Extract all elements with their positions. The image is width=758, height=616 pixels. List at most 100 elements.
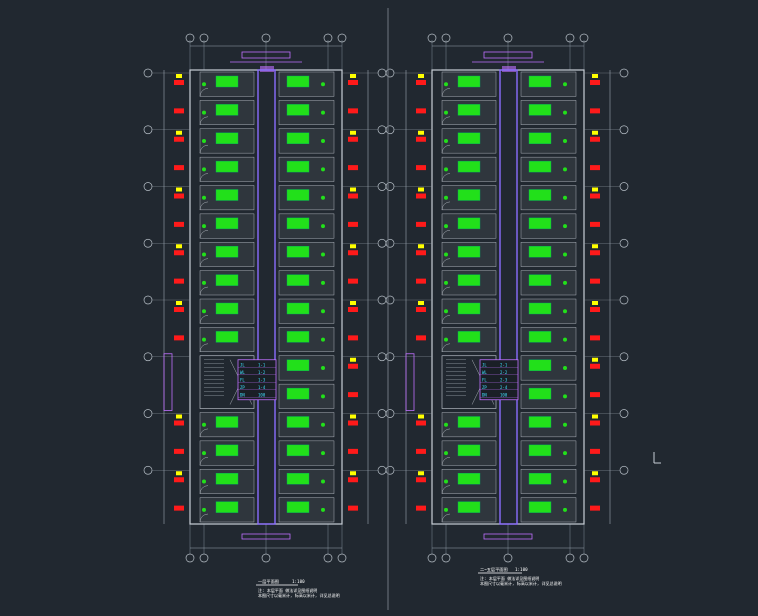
riser-red-left bbox=[416, 250, 426, 256]
riser-red-left bbox=[416, 136, 426, 142]
riser-red-left bbox=[174, 278, 184, 284]
tag-yellow-left bbox=[176, 187, 182, 192]
valve-left bbox=[444, 195, 448, 200]
riser-red-left bbox=[416, 108, 426, 114]
riser-red-left bbox=[174, 221, 184, 227]
valve-left bbox=[202, 110, 206, 115]
valve-left bbox=[444, 337, 448, 342]
riser-red-right bbox=[590, 363, 600, 369]
door-swing-left bbox=[199, 428, 209, 437]
valve-left bbox=[444, 280, 448, 285]
equipment-left bbox=[215, 132, 239, 144]
tag-yellow-right bbox=[350, 244, 356, 249]
door-swing-left bbox=[199, 286, 209, 296]
door-swing-left bbox=[199, 230, 209, 239]
valve-right bbox=[321, 337, 325, 342]
equipment-left bbox=[215, 104, 239, 116]
pipe-legend-code: DN bbox=[482, 392, 487, 397]
riser-red-right bbox=[590, 448, 600, 454]
tag-yellow-right bbox=[350, 414, 356, 419]
axis-bubble-right bbox=[377, 465, 387, 475]
valve-right bbox=[321, 280, 325, 285]
valve-right bbox=[321, 309, 325, 314]
pipe-legend-code: ZP bbox=[240, 385, 245, 390]
axis-bubble-bottom bbox=[441, 553, 451, 563]
equipment-left bbox=[215, 246, 239, 258]
equipment-right bbox=[286, 387, 310, 400]
axis-bubble-bottom bbox=[185, 553, 195, 563]
axis-bubble-bottom bbox=[337, 553, 347, 563]
entrance-marker bbox=[502, 66, 516, 72]
title-block-right: 二~五层平面图 1:100 注: 本层平面 做法详见图纸说明 本图尺寸以毫米计,… bbox=[478, 567, 562, 586]
equipment-right bbox=[286, 104, 310, 116]
door-swing-left bbox=[199, 513, 209, 523]
valve-left bbox=[202, 224, 206, 229]
riser-red-left bbox=[416, 448, 426, 454]
valve-right bbox=[321, 252, 325, 257]
equipment-left bbox=[457, 444, 481, 457]
equipment-right bbox=[528, 189, 552, 201]
axis-bubble-left bbox=[143, 125, 153, 135]
valve-left bbox=[202, 337, 206, 342]
valve-left bbox=[202, 479, 206, 484]
axis-bubble-left bbox=[385, 352, 395, 362]
equipment-left bbox=[215, 416, 239, 428]
door-swing-left bbox=[199, 258, 209, 267]
riser-red-left bbox=[174, 307, 184, 312]
pipe-legend-value: 1-2 bbox=[258, 370, 266, 375]
tag-yellow-right bbox=[350, 471, 356, 476]
axis-bubble-left bbox=[143, 352, 153, 362]
tag-yellow-right bbox=[592, 357, 598, 362]
pipe-legend-value: 2-2 bbox=[500, 370, 508, 375]
pipe-legend-code: FL bbox=[482, 377, 487, 382]
riser-red-left bbox=[416, 80, 426, 85]
door-swing-left bbox=[441, 286, 451, 296]
corridor bbox=[499, 69, 518, 525]
tag-yellow-left bbox=[418, 74, 424, 78]
pipe-legend-code: JL bbox=[240, 362, 245, 367]
riser-red-right bbox=[348, 307, 358, 312]
riser-red-right bbox=[348, 108, 358, 114]
equipment-right bbox=[528, 132, 552, 144]
door-swing-left bbox=[199, 201, 209, 210]
riser-red-right bbox=[590, 420, 600, 426]
valve-left bbox=[444, 479, 448, 484]
riser-red-right bbox=[348, 250, 358, 256]
riser-red-right bbox=[348, 477, 358, 483]
door-swing-left bbox=[441, 485, 451, 494]
plan-note-left-1: 注: 本层平面 做法详见图纸说明 bbox=[258, 587, 317, 593]
riser-red-right bbox=[590, 307, 600, 312]
tag-yellow-right bbox=[592, 130, 598, 135]
axis-bubble-left bbox=[385, 182, 395, 191]
equipment-left bbox=[215, 501, 239, 513]
axis-bubble-right bbox=[619, 295, 629, 305]
equipment-right bbox=[286, 274, 310, 286]
valve-left bbox=[444, 451, 448, 456]
riser-red-right bbox=[590, 221, 600, 227]
equipment-right bbox=[286, 444, 310, 457]
equipment-right bbox=[528, 104, 552, 116]
tag-yellow-right bbox=[592, 244, 598, 249]
pipe-legend-code: FL bbox=[240, 377, 245, 382]
axis-bubble-bottom bbox=[261, 553, 271, 563]
axis-bubble-left bbox=[385, 409, 395, 418]
riser-red-left bbox=[416, 420, 426, 426]
axis-bubble-top bbox=[199, 33, 209, 43]
axis-bubble-left bbox=[143, 409, 153, 418]
axis-bubble-right bbox=[619, 409, 629, 418]
valve-right bbox=[563, 365, 567, 370]
door-swing-left bbox=[199, 144, 209, 154]
valve-right bbox=[321, 422, 325, 427]
axis-bubble-bottom bbox=[565, 553, 575, 563]
riser-red-left bbox=[416, 221, 426, 227]
riser-red-left bbox=[416, 193, 426, 199]
riser-red-left bbox=[416, 278, 426, 284]
riser-red-left bbox=[174, 448, 184, 454]
equipment-left bbox=[215, 331, 239, 343]
tag-yellow-left bbox=[176, 244, 182, 249]
equipment-left bbox=[215, 217, 239, 230]
